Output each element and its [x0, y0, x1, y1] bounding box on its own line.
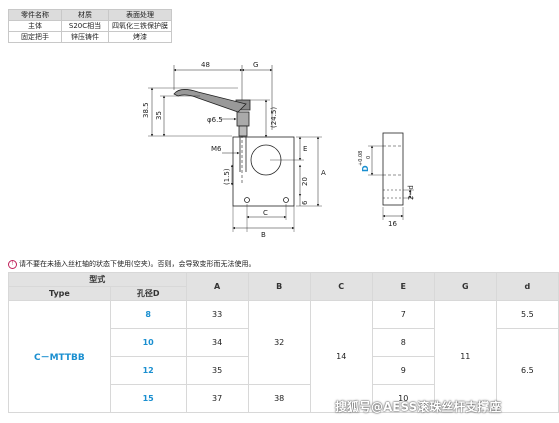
e-cell: 8 [371, 328, 435, 357]
table-row: 15 37 38 10 [9, 384, 559, 413]
col-header-b: B [247, 272, 311, 301]
col-header-a: A [185, 272, 249, 301]
header-model: 型式 [8, 272, 187, 287]
e-cell: 9 [371, 356, 435, 385]
dim-phi-label: φ6.5 [207, 116, 223, 124]
hole-cell: 12 [109, 356, 187, 385]
dim-d-label: D [361, 165, 370, 172]
hole-cell: 8 [109, 300, 187, 329]
col-header-e: E [371, 272, 435, 301]
e-cell: 7 [371, 300, 435, 329]
dim-16-label: 16 [388, 220, 397, 228]
type-cell: C－MTTBB [8, 300, 111, 413]
dim-e-label: E [303, 145, 307, 153]
header-hole: 孔径D [109, 286, 187, 301]
col-header-d: d [495, 272, 559, 301]
dim-35-label: 35 [155, 111, 163, 120]
materials-table: 零件名称 材质 表面处理 主体 S20C相当 四氧化三铁保护膜 固定把手 锌压铸… [8, 9, 172, 43]
watermark: 搜狐号@AESS滚珠丝杆支撑座 [335, 400, 502, 414]
mount-hole [244, 197, 250, 203]
warning-icon: ! [8, 259, 17, 269]
dim-24-5-label: (24.5) [270, 107, 278, 128]
g-cell: 11 [433, 300, 497, 413]
dim-1-5-label: (1.5) [223, 168, 231, 185]
usage-note: !请不要在未插入丝杠轴的状态下使用(空夹)。否则，会导致变形而无法使用。 [8, 259, 255, 269]
col-header-g: G [433, 272, 497, 301]
dim-c-label: C [263, 209, 268, 217]
dim-48-label: 48 [201, 61, 210, 69]
dim-6-label: 6 [301, 200, 309, 205]
mount-hole [283, 197, 289, 203]
a-cell: 35 [185, 356, 249, 385]
table-row: 12 35 9 [9, 356, 559, 385]
table-row: 10 34 8 6.5 [9, 328, 559, 413]
a-cell: 37 [185, 384, 249, 413]
d-cell: 6.5 [495, 328, 559, 413]
handle-collar [236, 111, 250, 127]
dim-g-label: G [253, 61, 258, 69]
header-type: Type [8, 286, 111, 301]
materials-row: 固定把手 锌压铸件 烤漆 [8, 31, 172, 43]
dim-tol-zero-label: 0 [366, 156, 372, 159]
usage-note-text: 请不要在未插入丝杠轴的状态下使用(空夹)。否则，会导致变形而无法使用。 [19, 260, 256, 268]
hole-cell: 10 [109, 328, 187, 357]
spec-table: 型式 A B C E G d Type 孔径D C－MTTBB 8 33 32 … [8, 272, 559, 413]
e-cell: 10 [371, 384, 435, 413]
col-header-c: C [309, 272, 373, 301]
materials-header-row: 零件名称 材质 表面处理 [8, 9, 172, 21]
technical-drawing: 48 G 38.5 35 (24.5) φ6.5 M6 (1.5) E A 20… [142, 61, 415, 239]
c-cell: 14 [309, 300, 373, 413]
dim-tol-label: +0.08 [358, 151, 364, 166]
d-cell: 5.5 [495, 300, 559, 329]
b-cell: 38 [247, 384, 311, 413]
dim-20-label: 20 [301, 177, 309, 186]
hole-cell: 15 [109, 384, 187, 413]
a-cell: 34 [185, 328, 249, 357]
dim-m6-label: M6 [211, 145, 222, 153]
dim-b-label: B [261, 231, 266, 239]
materials-row: 主体 S20C相当 四氧化三铁保护膜 [8, 20, 172, 32]
lever-handle [173, 89, 247, 113]
materials-cell: 烤漆 [108, 31, 172, 43]
table-row: C－MTTBB 8 33 32 14 7 11 5.5 [8, 300, 559, 413]
side-view [382, 132, 404, 206]
b-cell: 32 [247, 300, 311, 385]
dim-38-5-label: 38.5 [142, 102, 150, 118]
dim-a-label: A [321, 169, 326, 177]
a-cell: 33 [185, 300, 249, 329]
dim-2d-label: 2−d [407, 185, 415, 200]
